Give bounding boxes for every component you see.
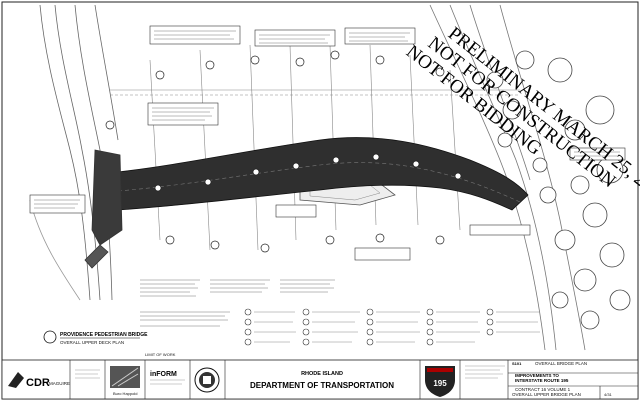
agency-state: RHODE ISLAND <box>301 371 343 377</box>
revision-lines <box>465 365 505 379</box>
svg-text:MAGUIRE: MAGUIRE <box>49 381 70 386</box>
contract-label: CONTRACT 16 VOLUME 1 <box>515 387 571 392</box>
consultant-address-lines <box>75 369 100 379</box>
svg-text:Buro Happold: Buro Happold <box>113 391 137 396</box>
svg-text:195: 195 <box>433 379 447 388</box>
svg-text:inFORM: inFORM <box>150 371 177 378</box>
interstate-195-shield-icon: 195 <box>425 366 455 397</box>
svg-text:CDR: CDR <box>26 377 50 389</box>
buro-happold-logo: Buro Happold <box>110 366 140 396</box>
note-symbols <box>244 308 494 346</box>
deck-centerline <box>117 162 521 203</box>
plan-title-main: PROVIDENCE PEDESTRIAN BRIDGE <box>60 332 148 338</box>
sheet-number: S101 <box>512 361 522 366</box>
cdr-logo: CDR MAGUIRE <box>8 372 70 389</box>
west-approach <box>84 149 123 269</box>
tree-group <box>486 50 631 330</box>
east-bank <box>429 4 586 351</box>
agency-dept: DEPARTMENT OF TRANSPORTATION <box>250 381 394 390</box>
drawing-title-bottom: OVERALL UPPER BRIDGE PLAN <box>512 392 581 397</box>
detail-bubbles <box>105 50 445 253</box>
bridge-deck <box>117 137 529 211</box>
preliminary-stamp: PRELIMINARY MARCH 25, 2016 NOT FOR CONST… <box>402 23 640 208</box>
plan-title-bubble <box>43 330 57 344</box>
grid-lines <box>110 44 520 251</box>
inform-logo: inFORM <box>150 371 185 385</box>
callout-text-lines <box>34 30 620 209</box>
bridge-piers <box>154 153 462 192</box>
scale-label: LIMIT OF WORK <box>145 352 176 357</box>
project-title-2: INTERSTATE ROUTE 195 <box>515 378 569 383</box>
drawing-title: OVERALL BRIDGE PLAN <box>535 361 587 366</box>
ridot-seal <box>194 367 220 393</box>
legend-block <box>140 279 335 327</box>
title-block <box>1 359 639 400</box>
sheet-of: 4/31 <box>604 392 613 397</box>
plan-title-sub: OVERALL UPPER DECK PLAN <box>60 340 124 345</box>
project-title-1: IMPROVEMENTS TO <box>515 373 559 378</box>
note-lines <box>254 311 540 343</box>
